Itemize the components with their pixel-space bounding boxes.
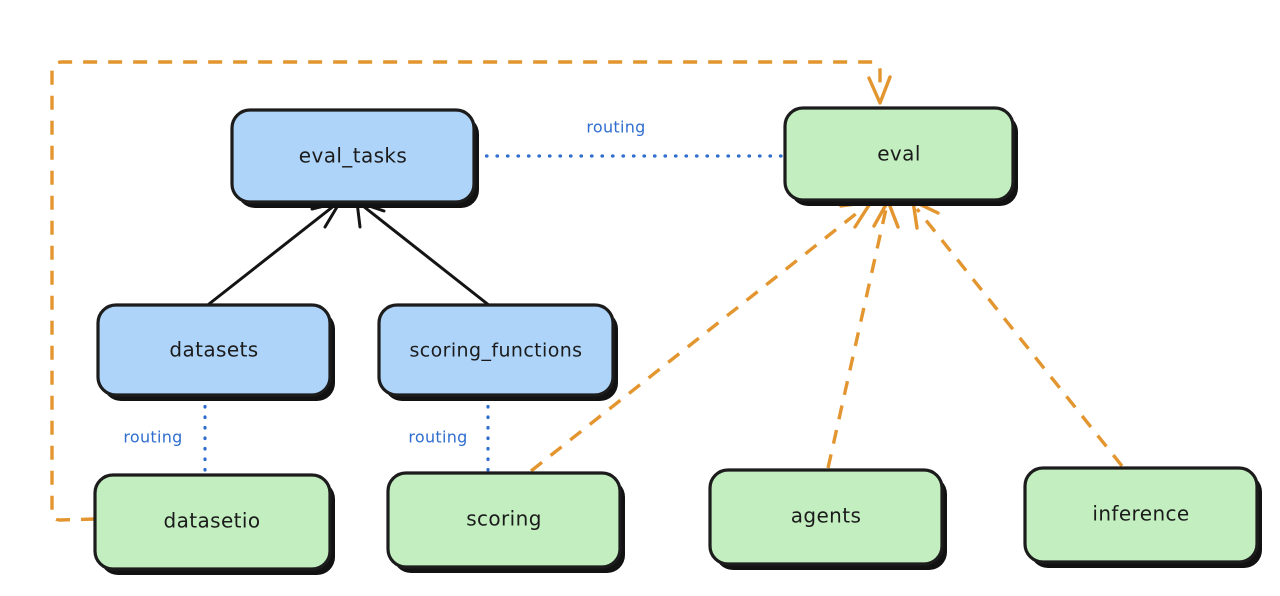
- node-scoring[interactable]: scoring: [386, 471, 625, 573]
- node-inference[interactable]: inference: [1023, 466, 1262, 568]
- node-eval[interactable]: eval: [783, 106, 1018, 206]
- edge-inference-to-eval: [911, 199, 1124, 468]
- edge-agents-to-eval: [826, 199, 900, 469]
- node-datasets[interactable]: datasets: [96, 303, 335, 401]
- node-eval-label: eval: [877, 142, 921, 166]
- edge-scoring_functions-to-eval_tasks: [355, 200, 492, 308]
- node-inference-label: inference: [1092, 502, 1189, 526]
- edge-label-routing-datasets: routing: [123, 428, 182, 447]
- edge-labels-layer: routing routing routing: [123, 118, 645, 447]
- edges-layer: [50, 60, 1124, 522]
- node-scoring_functions-body[interactable]: [377, 303, 615, 397]
- node-eval-body[interactable]: [783, 106, 1015, 202]
- node-datasetio-label: datasetio: [163, 509, 260, 533]
- node-eval_tasks-body[interactable]: [230, 108, 476, 204]
- nodes-layer: eval_tasks eval datasets scoring_functio…: [93, 106, 1262, 575]
- node-inference-body[interactable]: [1023, 466, 1259, 564]
- node-scoring-body[interactable]: [386, 471, 622, 569]
- node-scoring-label: scoring: [466, 507, 542, 531]
- edge-label-routing-eval-tasks: routing: [586, 118, 645, 137]
- node-scoring_functions[interactable]: scoring_functions: [377, 303, 618, 401]
- node-agents-label: agents: [791, 504, 862, 528]
- node-datasetio[interactable]: datasetio: [93, 473, 335, 575]
- node-agents-body[interactable]: [708, 468, 944, 566]
- node-datasets-body[interactable]: [96, 303, 332, 397]
- node-scoring_functions-label: scoring_functions: [410, 340, 583, 362]
- node-agents[interactable]: agents: [708, 468, 947, 570]
- node-datasetio-body[interactable]: [93, 473, 332, 571]
- node-eval_tasks-label: eval_tasks: [299, 144, 407, 168]
- edge-label-routing-scoring: routing: [408, 428, 467, 447]
- node-eval_tasks[interactable]: eval_tasks: [230, 108, 479, 208]
- edge-datasetio-to-eval: [50, 60, 892, 522]
- edge-datasets-to-eval_tasks: [207, 200, 342, 306]
- node-datasets-label: datasets: [169, 338, 258, 362]
